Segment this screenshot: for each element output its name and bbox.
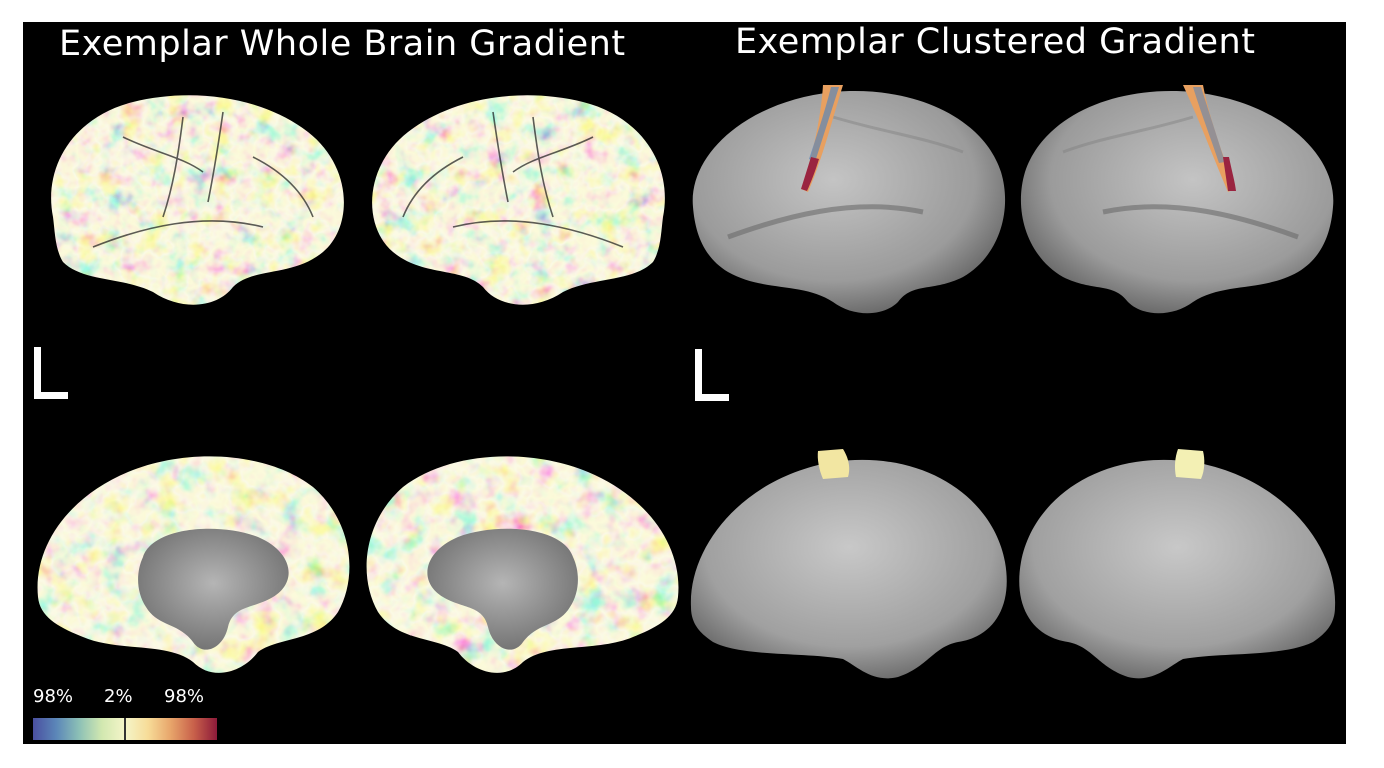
colorbar-labels: 98% 2% 98% xyxy=(33,686,218,714)
whole-brain-medial-right xyxy=(366,456,679,673)
whole-brain-lateral-right xyxy=(372,95,665,305)
right-panel-title: Exemplar Clustered Gradient xyxy=(735,22,1256,62)
clustered-lateral-left xyxy=(692,85,1006,314)
clustered-patch-right xyxy=(1174,449,1205,479)
medial-wall-right xyxy=(427,528,578,650)
figure-canvas: Exemplar Whole Brain Gradient Exemplar C… xyxy=(23,22,1346,744)
left-panel-title: Exemplar Whole Brain Gradient xyxy=(59,24,626,64)
colorbar-label-high: 98% xyxy=(164,686,205,707)
clustered-lateral-right xyxy=(1020,85,1334,314)
whole-brain-medial-left xyxy=(37,456,350,673)
medial-wall-left xyxy=(138,528,289,650)
clustered-medial-right xyxy=(1019,449,1336,679)
clustered-patch-left xyxy=(817,449,850,479)
colorbar-midline xyxy=(124,718,126,740)
orientation-marker-right: L xyxy=(695,349,729,401)
colorbar: 98% 2% 98% xyxy=(33,686,218,742)
clustered-gradient-strip-right xyxy=(1183,85,1235,192)
whole-brain-lateral-left xyxy=(51,95,344,305)
clustered-medial-left xyxy=(690,449,1007,679)
colorbar-label-low: 98% xyxy=(33,686,74,707)
colorbar-label-mid: 2% xyxy=(104,686,133,707)
orientation-marker-left: L xyxy=(34,347,68,399)
